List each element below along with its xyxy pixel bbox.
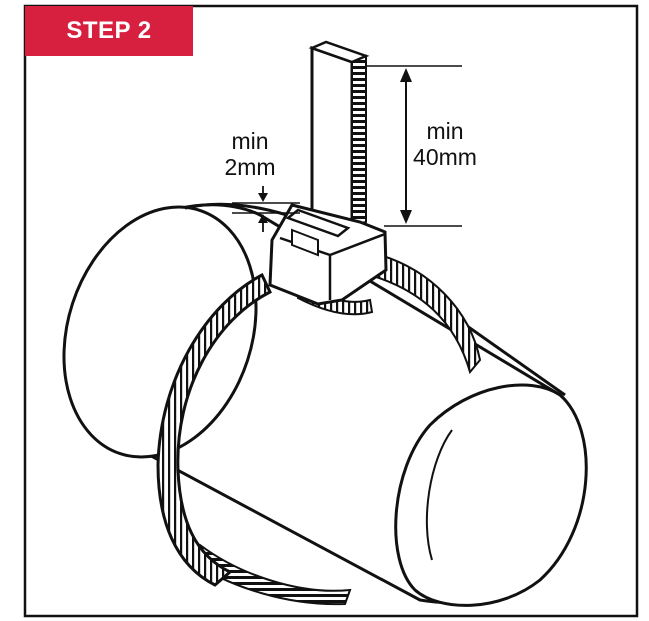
gap-dimension-arrow-icon [232, 186, 300, 232]
cable-tie-tail-icon [308, 40, 370, 228]
dimension-arrow-icon [366, 65, 462, 227]
gap-dimension-line1: min [231, 128, 269, 154]
gap-dimension-label: min 2mm [220, 128, 280, 180]
step-badge-label: STEP 2 [66, 17, 152, 44]
cable-tie-icon [156, 40, 482, 606]
pipe-icon [62, 202, 588, 607]
tail-dimension-line2: 40mm [413, 144, 477, 170]
tail-dimension-label: min 40mm [404, 118, 486, 170]
outer-border [23, 4, 639, 618]
gap-dimension-line2: 2mm [224, 154, 276, 180]
step-badge: STEP 2 [25, 6, 193, 56]
tail-dimension-line1: min [426, 118, 464, 144]
